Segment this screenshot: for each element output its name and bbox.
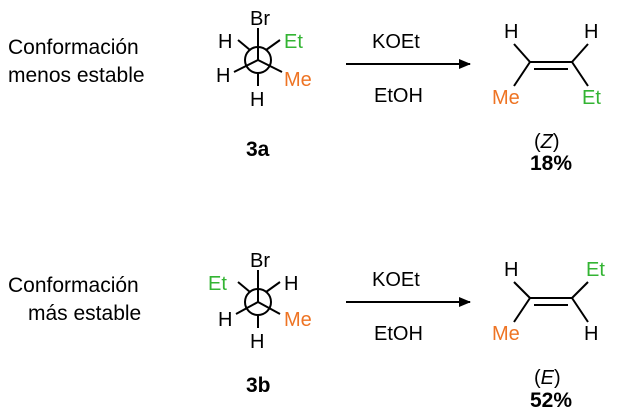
substituent-h-lower-left: H	[216, 65, 230, 87]
reaction-2: Conformación más estable Br Et H H Me H …	[8, 250, 605, 412]
bond-c1-me	[513, 297, 531, 323]
substituent-h-lower-left: H	[218, 309, 232, 331]
stereo-descriptor: (Z)	[534, 131, 560, 153]
bond-c1-h	[513, 43, 531, 63]
conformation-label-line2: más estable	[28, 302, 141, 325]
bond-c1-me	[513, 61, 531, 87]
bond-back-right	[265, 39, 281, 51]
bond-c2-et	[571, 281, 589, 299]
alkene-product-z: H H Me Et	[492, 21, 601, 109]
alkene-et: Et	[586, 259, 605, 281]
yield-label: 18%	[530, 152, 572, 175]
conformation-label-line2: menos estable	[8, 64, 145, 87]
substituent-h-upper-left: H	[218, 31, 232, 53]
reagent-label: KOEt	[372, 31, 420, 53]
reaction-1: Conformación menos estable Br H Et H Me …	[8, 8, 601, 175]
bond-back-left	[237, 281, 251, 293]
bond-front-right	[257, 301, 281, 315]
newman-projection-3a: Br H Et H Me H	[216, 8, 312, 111]
alkene-me: Me	[492, 87, 520, 109]
substituent-h-bottom: H	[250, 89, 264, 111]
substituent-me: Me	[284, 309, 312, 331]
bond-back-right	[265, 281, 281, 293]
alkene-h-top-right: H	[584, 21, 598, 43]
alkene-product-e: H Et Me H	[492, 259, 605, 345]
alkene-me: Me	[492, 323, 520, 345]
bond-back-left	[237, 39, 251, 51]
alkene-h-top-left: H	[504, 21, 518, 43]
bond-front-left	[235, 301, 259, 315]
substituent-h-bottom: H	[250, 331, 264, 353]
bond-c2-et	[571, 61, 589, 87]
bond-front-left	[233, 59, 259, 73]
compound-label-3b: 3b	[246, 374, 271, 397]
alkene-h-bottom-right: H	[584, 323, 598, 345]
substituent-et: Et	[208, 273, 227, 295]
yield-label: 52%	[530, 389, 572, 412]
bond-front-right	[257, 59, 283, 73]
bond-c2-h	[571, 43, 589, 63]
alkene-h-top-left: H	[504, 259, 518, 281]
compound-label-3a: 3a	[246, 138, 270, 161]
conformation-label-line1: Conformación	[8, 36, 139, 59]
solvent-label: EtOH	[374, 85, 423, 107]
stereo-descriptor: (E)	[534, 367, 561, 389]
substituent-h-upper-right: H	[284, 273, 298, 295]
bond-c2-h	[571, 297, 589, 323]
substituent-br: Br	[250, 250, 270, 272]
newman-projection-3b: Br Et H H Me H	[208, 250, 312, 353]
substituent-br: Br	[250, 8, 270, 30]
conformation-label-line1: Conformación	[8, 274, 139, 297]
substituent-me: Me	[284, 69, 312, 91]
alkene-et: Et	[582, 87, 601, 109]
substituent-et: Et	[284, 31, 303, 53]
solvent-label: EtOH	[374, 323, 423, 345]
bond-c1-h	[513, 281, 531, 299]
reagent-label: KOEt	[372, 269, 420, 291]
